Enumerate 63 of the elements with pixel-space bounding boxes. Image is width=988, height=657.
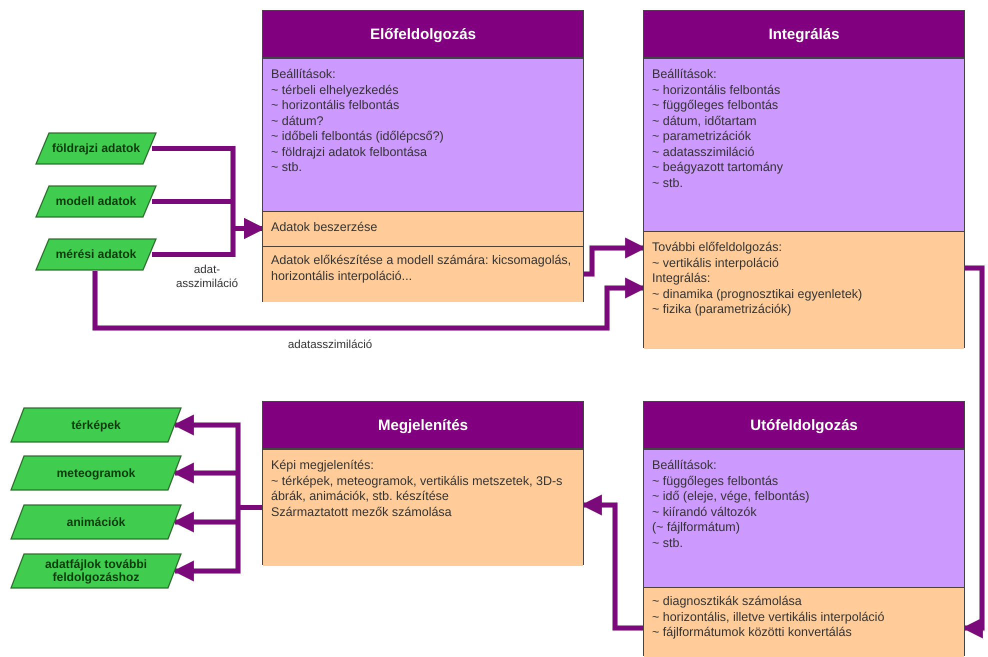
section-text: Beállítások: <box>652 458 718 474</box>
section-text: ~ adatasszimiláció <box>652 144 756 160</box>
step-section <box>263 246 583 302</box>
step-section <box>644 231 964 349</box>
data-parallelogram <box>10 455 182 491</box>
section-text: ~ időbeli felbontás (időlépcső?) <box>271 129 445 144</box>
section-text: ~ térbeli elhelyezkedés <box>271 82 400 98</box>
section-text: ~ horizontális felbontás <box>652 82 782 98</box>
section-text: (~ fájlformátum) <box>652 520 741 536</box>
process-box <box>262 401 584 565</box>
section-text: ~ vertikális interpoláció <box>652 256 780 271</box>
section-text: ~ függőleges felbontás <box>652 474 780 489</box>
data-label: meteogramok <box>56 466 136 480</box>
settings-section <box>644 449 964 587</box>
section-text: ~ dátum, időtartam <box>652 114 758 129</box>
section-text: ~ dátum? <box>271 114 324 129</box>
data-parallelogram <box>35 185 157 218</box>
section-text: ~ földrajzi adatok felbontása <box>271 144 428 160</box>
data-label: adatfájlok további feldolgozáshoz <box>44 558 148 584</box>
step-section <box>263 449 583 566</box>
section-text: ~ kiírandó változók <box>652 504 758 520</box>
process-box <box>643 10 965 348</box>
section-text: Adatok előkészítése a modell számára: kicsomagolás, horizontális interpoláció... <box>271 253 572 284</box>
section-text: ~ horizontális, illetve vertikális interpoláció <box>652 610 886 625</box>
section-text: ~ stb. <box>652 176 684 191</box>
section-text: ~ fizika (parametrizációk) <box>652 302 792 318</box>
data-label: animációk <box>66 516 126 528</box>
section-text: ~ térképek, meteogramok, vertikális metszetek, 3D-s ábrák, animációk, stb. készítése <box>271 474 564 504</box>
section-text: ~ parametrizációk <box>652 129 752 144</box>
data-parallelogram <box>35 238 157 271</box>
box-title: Utófeldolgozás <box>644 402 964 449</box>
section-text: ~ függőleges felbontás <box>652 98 780 114</box>
data-label: mérési adatok <box>56 248 136 261</box>
section-text: ~ diagnosztikák számolása <box>652 594 803 610</box>
settings-section <box>644 58 964 231</box>
section-text: ~ beágyazott tartomány <box>652 160 784 176</box>
section-text: További előfeldolgozás: <box>652 240 783 256</box>
box-title: Integrálás <box>644 11 964 58</box>
data-parallelogram <box>10 553 182 589</box>
section-text: ~ fájlformátumok közötti konvertálás <box>652 625 853 640</box>
section-text: Integrálás: <box>652 271 712 286</box>
data-label: térképek <box>71 418 121 432</box>
box-title: Előfeldolgozás <box>263 11 583 58</box>
data-parallelogram <box>10 407 182 443</box>
data-parallelogram <box>35 132 157 165</box>
section-text: ~ dinamika (prognosztikai egyenletek) <box>652 286 864 302</box>
section-text: Beállítások: <box>271 67 337 82</box>
process-box <box>643 401 965 656</box>
section-text: Képi megjelenítés: <box>271 458 375 474</box>
box-title: Megjelenítés <box>263 402 583 449</box>
section-text: Származtatott mezők számolása <box>271 504 453 520</box>
section-text: Beállítások: <box>652 67 718 82</box>
section-text: ~ idő (eleje, vége, felbontás) <box>652 489 810 504</box>
settings-section <box>263 58 583 211</box>
data-label: modell adatok <box>56 195 136 208</box>
data-parallelogram <box>10 504 182 540</box>
process-box <box>262 10 584 302</box>
section-text: ~ stb. <box>652 536 684 551</box>
step-section <box>644 587 964 657</box>
section-text: ~ stb. <box>271 160 303 176</box>
section-text: ~ horizontális felbontás <box>271 98 400 114</box>
data-label: földrajzi adatok <box>52 142 140 155</box>
section-text: Adatok beszerzése <box>271 220 378 236</box>
